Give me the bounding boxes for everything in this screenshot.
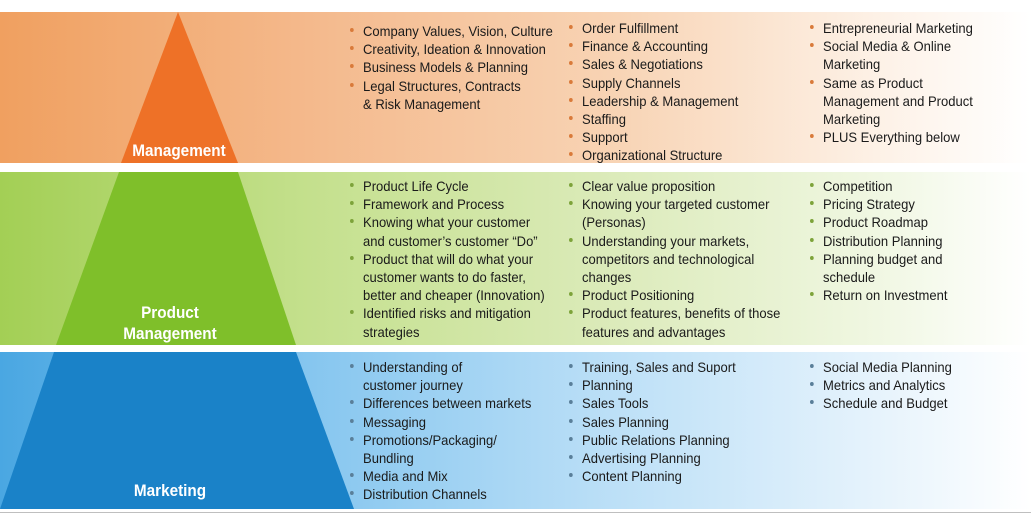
management-label: Management <box>125 140 233 161</box>
list-item: Management and Product <box>823 92 973 109</box>
list-item: Entrepreneurial Marketing <box>810 19 973 37</box>
list-item: schedule <box>823 269 876 286</box>
marketing-label-line: Marketing <box>133 481 207 500</box>
list-item: Bundling <box>363 450 414 467</box>
product-management-trapezoid <box>56 172 296 345</box>
list-item: customer journey <box>363 377 463 394</box>
list-item: Understanding of <box>350 358 531 376</box>
list-item: Sales Tools <box>569 394 736 412</box>
list-item: Distribution Planning <box>810 232 948 250</box>
list-item: Product features, benefits of those <box>569 304 780 322</box>
list-item: Framework and Process <box>350 195 545 213</box>
list-item: Marketing <box>823 111 881 128</box>
list-item: Planning <box>569 376 736 394</box>
list-item: Return on Investment <box>810 286 948 304</box>
list-item: Business Models & Planning <box>350 58 553 76</box>
list-item: Metrics and Analytics <box>810 376 952 394</box>
list-item: Identified risks and mitigation <box>350 304 545 322</box>
list-item: Creativity, Ideation & Innovation <box>350 40 553 58</box>
management-triangle <box>121 12 238 163</box>
list-item: Same as Product <box>810 74 973 92</box>
list-item: features and advantages <box>582 323 726 340</box>
list-item: Public Relations Planning <box>569 431 736 449</box>
product-management-label-line: Management <box>123 324 217 343</box>
list-item: Product Positioning <box>569 286 780 304</box>
list-item: Clear value proposition <box>569 177 780 195</box>
management-label-line: Management <box>132 141 226 160</box>
list-item: better and cheaper (Innovation) <box>363 287 545 304</box>
list-item: Company Values, Vision, Culture <box>350 22 553 40</box>
list-item: & Risk Management <box>363 95 481 112</box>
marketing-trapezoid <box>0 352 354 509</box>
list-item: Planning budget and <box>810 250 948 268</box>
list-item: (Personas) <box>582 214 646 231</box>
list-item: Order Fulfillment <box>569 19 738 37</box>
list-item: Understanding your markets, <box>569 232 780 250</box>
list-item: competitors and technological <box>582 250 755 267</box>
list-item: Distribution Channels <box>350 485 531 503</box>
list-item: Pricing Strategy <box>810 195 948 213</box>
list-item: PLUS Everything below <box>810 128 973 146</box>
list-item: Finance & Accounting <box>569 37 738 55</box>
list-item: strategies <box>363 323 420 340</box>
marketing-label: Marketing <box>107 480 233 501</box>
list-item: Sales Planning <box>569 413 736 431</box>
list-item: Product that will do what your <box>350 250 545 268</box>
list-item: Staffing <box>569 110 738 128</box>
list-item: Marketing <box>823 56 881 73</box>
list-item: customer wants to do faster, <box>363 269 526 286</box>
list-item: Legal Structures, Contracts <box>350 77 553 95</box>
product-management-label-line: Product <box>141 303 199 322</box>
list-item: Social Media & Online <box>810 37 973 55</box>
list-item: Leadership & Management <box>569 92 738 110</box>
list-item: Sales & Negotiations <box>569 55 738 73</box>
list-item: Advertising Planning <box>569 449 736 467</box>
list-item: Training, Sales and Suport <box>569 358 736 376</box>
list-item: Product Life Cycle <box>350 177 545 195</box>
list-item: Media and Mix <box>350 467 531 485</box>
list-item: Support <box>569 128 738 146</box>
bottom-rule <box>0 512 1031 513</box>
list-item: Product Roadmap <box>810 213 948 231</box>
list-item: Competition <box>810 177 948 195</box>
list-item: Knowing your targeted customer <box>569 195 780 213</box>
list-item: Organizational Structure <box>569 146 738 164</box>
list-item: Content Planning <box>569 467 736 485</box>
list-item: Social Media Planning <box>810 358 952 376</box>
list-item: Differences between markets <box>350 394 531 412</box>
list-item: Messaging <box>350 413 531 431</box>
list-item: Promotions/Packaging/ <box>350 431 531 449</box>
list-item: changes <box>582 269 632 286</box>
list-item: Supply Channels <box>569 74 738 92</box>
list-item: and customer’s customer “Do” <box>363 232 538 249</box>
list-item: Knowing what your customer <box>350 213 545 231</box>
list-item: Schedule and Budget <box>810 394 952 412</box>
